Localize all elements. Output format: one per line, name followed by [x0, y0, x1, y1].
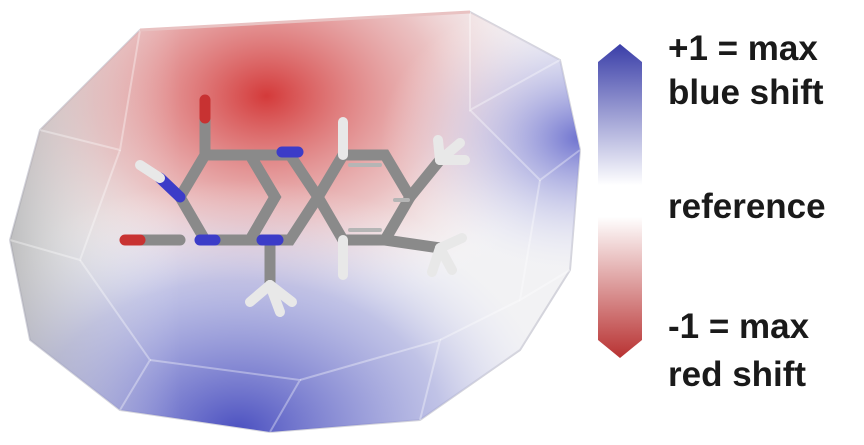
scale-top-label-line2: blue shift [668, 73, 824, 112]
scale-top-label-line1: +1 = max [668, 29, 818, 68]
color-scale-bar [598, 44, 642, 358]
scale-bottom-label-line2: red shift [668, 355, 807, 394]
scale-middle-label: reference [668, 187, 826, 226]
electrostatic-surface [8, 10, 582, 434]
molecule-stick-model [119, 94, 470, 317]
scale-bottom-label-line1: -1 = max [668, 307, 810, 346]
